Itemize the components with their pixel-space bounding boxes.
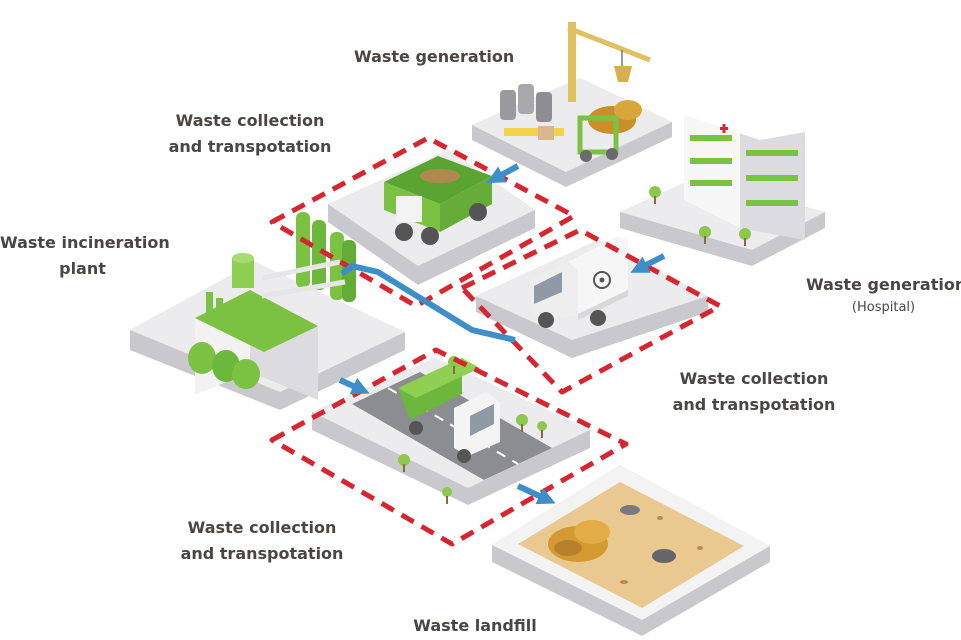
flow-arrow-trucks-to-incinerator [340,263,516,343]
biohazard-truck-icon [476,236,708,358]
label-waste-generation-hospital: Waste generation (Hospital) [806,272,961,318]
flow-arrow-road-to-landfill [516,483,556,505]
label-collection-top: Waste collection and transpotation [168,111,332,156]
dump-truck-icon [328,150,535,285]
collection-zone-borders [269,135,723,547]
flow-arrow-hospital-to-truck [630,253,666,273]
collection-zone-top [269,135,577,309]
label-incineration-plant: Waste incineration plant [0,233,170,278]
garbage-truck-icon [312,356,590,505]
collection-zone-middle [459,227,723,395]
construction-site-icon [472,22,672,187]
landfill-icon [492,465,770,636]
incineration-plant-icon [130,212,405,410]
label-collection-bottom: Waste collection and transpotation [180,518,344,563]
label-waste-generation-top: Waste generation [354,47,515,66]
collection-zone-bottom [269,347,629,547]
label-collection-middle: Waste collection and transpotation [672,369,836,414]
hospital-building-icon [620,98,825,266]
flow-arrow-incinerator-to-road [338,377,370,395]
label-hospital-sub: (Hospital) [851,300,916,315]
flow-arrow-construction-to-truck [486,163,520,184]
label-waste-landfill: Waste landfill [413,616,537,635]
flow-arrows [338,163,666,505]
